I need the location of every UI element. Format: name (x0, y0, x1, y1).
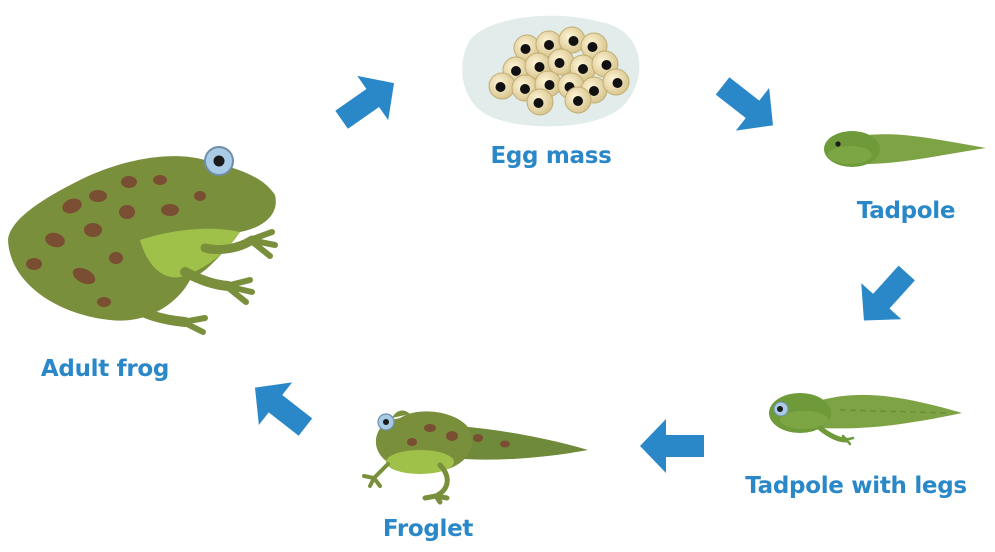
froglet-label: Froglet (383, 516, 473, 542)
egg (565, 87, 591, 113)
tadpole-eye (835, 141, 840, 146)
adult-frog-illustration (8, 147, 276, 332)
arrow-up-right-icon (326, 61, 409, 142)
egg-mass-illustration (462, 16, 639, 127)
arrow-down-right-icon (706, 65, 790, 147)
tadpole-with-legs-illustration (769, 393, 962, 444)
froglet-eye (383, 419, 389, 425)
arrow-up-left-icon (238, 366, 322, 448)
egg-mass-label: Egg mass (490, 143, 611, 169)
froglet-illustration (364, 411, 588, 502)
egg (489, 73, 515, 99)
tadpole-with-legs-label: Tadpole with legs (745, 473, 967, 499)
arrow-down-left-icon (844, 255, 927, 339)
egg (603, 69, 629, 95)
adult-frog-eye (214, 156, 225, 167)
adult-frog-label: Adult frog (41, 356, 169, 382)
arrow-left-icon (640, 419, 704, 473)
egg (527, 89, 553, 115)
tadpole-legs-eye (777, 406, 783, 412)
tadpole-illustration (824, 131, 986, 167)
tadpole-label: Tadpole (857, 198, 955, 224)
